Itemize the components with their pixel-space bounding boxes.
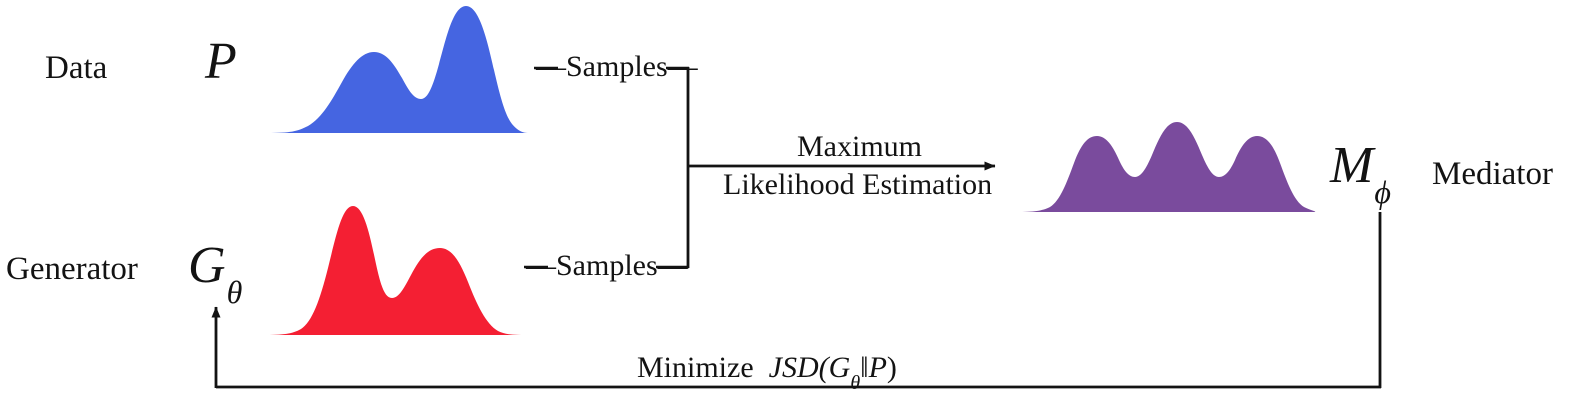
mediator-role-label: Mediator [1432, 156, 1553, 192]
feedback-generator-symbol: G [828, 351, 851, 384]
mediator-distribution-curve [1016, 122, 1316, 212]
feedback-jsd-open: JSD( [768, 351, 829, 384]
feedback-generator-subscript: θ [850, 372, 861, 394]
data-symbol-base: P [205, 33, 237, 90]
mediator-symbol-label: Mϕ [1330, 137, 1391, 209]
generator-symbol-base: G [188, 237, 226, 294]
mediator-symbol-subscript: ϕ [1374, 174, 1391, 211]
mle-label-line2: Likelihood Estimation [723, 168, 993, 201]
mediator-symbol-base: M [1330, 137, 1374, 194]
generator-role-label: Generator [6, 251, 138, 287]
feedback-label-math: JSD(Gθ‖P) [768, 351, 897, 394]
feedback-label-prefix: Minimize [637, 351, 754, 384]
generator-symbol-label: Gθ [188, 237, 242, 309]
feedback-data-symbol: P [868, 351, 887, 384]
mle-label-line1: Maximum [797, 130, 922, 163]
data-role-label: Data [45, 50, 108, 86]
feedback-divergence-bar: ‖ [860, 351, 869, 384]
feedback-label: Minimize JSD(Gθ‖P) [637, 351, 897, 394]
samples-top-label: —Samples— [536, 50, 698, 83]
data-symbol-label: P [205, 36, 237, 94]
samples-bottom-label: —Samples— [526, 249, 688, 282]
feedback-jsd-close: ) [886, 351, 897, 384]
generator-symbol-subscript: θ [226, 274, 243, 311]
generator-distribution-curve [262, 206, 532, 335]
data-distribution-curve [262, 6, 528, 133]
